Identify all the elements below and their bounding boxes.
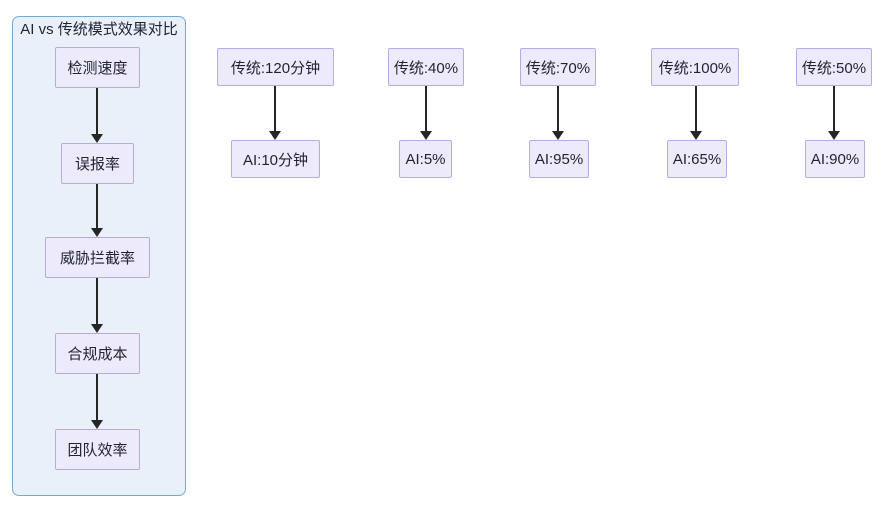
pair-team-efficiency-edge-line — [833, 86, 835, 132]
pair-team-efficiency-edge-arrowhead — [828, 131, 840, 140]
pair-detection-speed-traditional[interactable]: 传统:120分钟 — [217, 48, 334, 86]
subgraph-edge-2-line — [96, 278, 98, 325]
pair-compliance-cost-traditional[interactable]: 传统:100% — [651, 48, 739, 86]
subgraph-edge-0-arrowhead — [91, 134, 103, 143]
subgraph-edge-3-line — [96, 374, 98, 421]
metric-detection-speed[interactable]: 检测速度 — [55, 47, 140, 88]
metric-false-alarm[interactable]: 误报率 — [61, 143, 134, 184]
pair-threat-block-edge-arrowhead — [552, 131, 564, 140]
pair-compliance-cost-ai[interactable]: AI:65% — [667, 140, 727, 178]
pair-false-alarm-edge-arrowhead — [420, 131, 432, 140]
subgraph-edge-1-line — [96, 184, 98, 229]
pair-threat-block-traditional[interactable]: 传统:70% — [520, 48, 596, 86]
pair-team-efficiency-traditional[interactable]: 传统:50% — [796, 48, 872, 86]
pair-detection-speed-edge-line — [274, 86, 276, 132]
metric-team-efficiency[interactable]: 团队效率 — [55, 429, 140, 470]
subgraph-edge-2-arrowhead — [91, 324, 103, 333]
pair-team-efficiency-ai[interactable]: AI:90% — [805, 140, 865, 178]
pair-threat-block-ai[interactable]: AI:95% — [529, 140, 589, 178]
subgraph-edge-1-arrowhead — [91, 228, 103, 237]
pair-false-alarm-traditional[interactable]: 传统:40% — [388, 48, 464, 86]
metric-threat-block[interactable]: 威胁拦截率 — [45, 237, 150, 278]
pair-false-alarm-ai[interactable]: AI:5% — [399, 140, 452, 178]
subgraph-title: AI vs 传统模式效果对比 — [20, 21, 178, 38]
pair-detection-speed-edge-arrowhead — [269, 131, 281, 140]
pair-compliance-cost-edge-arrowhead — [690, 131, 702, 140]
subgraph-edge-0-line — [96, 88, 98, 135]
subgraph-edge-3-arrowhead — [91, 420, 103, 429]
pair-false-alarm-edge-line — [425, 86, 427, 132]
pair-threat-block-edge-line — [557, 86, 559, 132]
metric-compliance-cost[interactable]: 合规成本 — [55, 333, 140, 374]
pair-compliance-cost-edge-line — [695, 86, 697, 132]
subgraph-container-comparison: AI vs 传统模式效果对比 — [12, 16, 186, 496]
pair-detection-speed-ai[interactable]: AI:10分钟 — [231, 140, 320, 178]
